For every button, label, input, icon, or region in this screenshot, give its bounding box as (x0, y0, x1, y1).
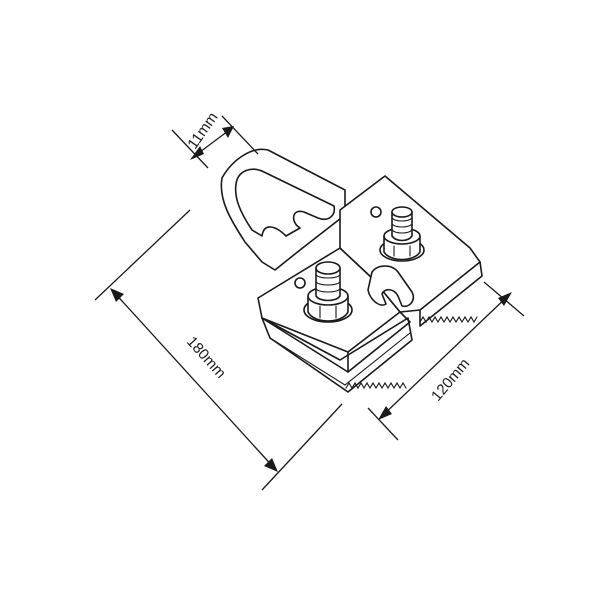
lower-jaw (261, 317, 413, 393)
keyhole-slot (234, 168, 336, 237)
thickness-label: 11mm (184, 109, 221, 152)
bolt-front (303, 261, 353, 323)
hook-plate (220, 148, 346, 271)
small-hole-2 (294, 277, 306, 289)
dimension-height (94, 209, 343, 491)
width-label: 120mm (428, 355, 473, 404)
height-label: 180mm (183, 333, 229, 382)
dimension-thickness (171, 115, 259, 169)
u-slot (367, 265, 415, 308)
bolt-rear (379, 206, 425, 262)
dimension-width (367, 281, 525, 441)
small-hole (370, 206, 382, 218)
